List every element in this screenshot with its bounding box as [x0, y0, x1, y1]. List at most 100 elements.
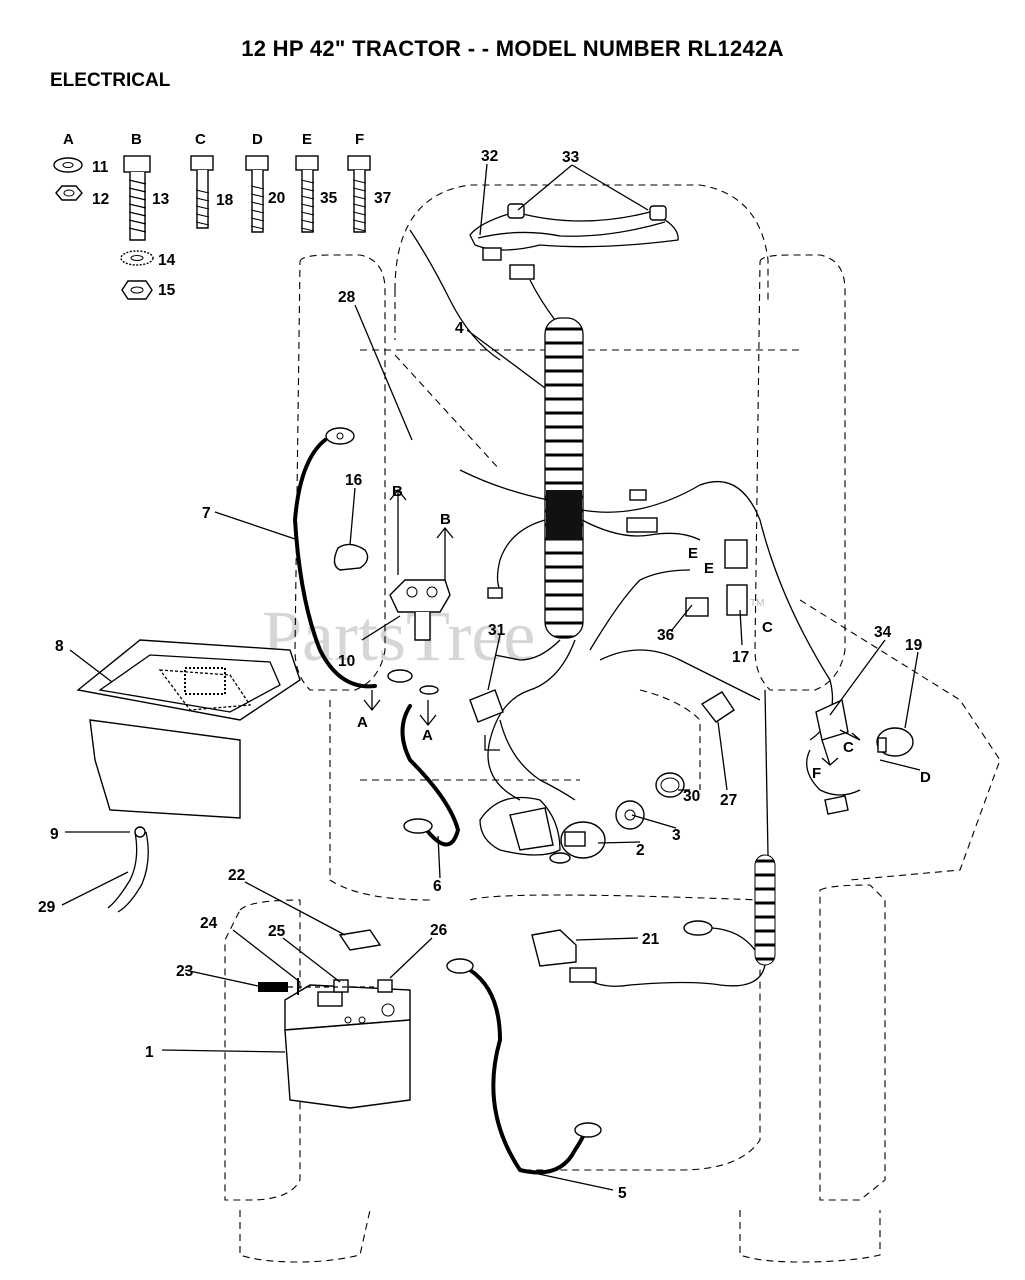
callout-8: 8	[55, 638, 64, 655]
callout-7: 7	[202, 505, 211, 522]
ref-d-1: D	[920, 769, 931, 786]
bolt-20-icon	[251, 170, 264, 233]
wire-harness-conduit	[544, 317, 584, 639]
bolt-23-icon	[258, 982, 288, 992]
ref-e-2: E	[704, 560, 714, 577]
ref-f-1: F	[812, 765, 821, 782]
cable-terminal-5b-icon	[574, 1122, 602, 1138]
key-letter-a: A	[63, 131, 74, 148]
connector-plug-icon	[509, 807, 554, 851]
solenoid-icon	[389, 579, 451, 613]
right-components	[815, 698, 921, 815]
callout-28: 28	[338, 289, 356, 306]
switch-31-icon	[469, 689, 504, 723]
plunger-switch-icon	[726, 584, 748, 616]
callout-30: 30	[683, 788, 700, 805]
callout-24: 24	[200, 915, 218, 932]
label-18: 18	[216, 192, 234, 209]
washer-icon	[387, 669, 413, 683]
connector-f-icon	[824, 795, 849, 815]
callout-19: 19	[905, 637, 923, 654]
battery-cables	[292, 427, 602, 1175]
label-15: 15	[158, 282, 176, 299]
headlight-harness	[469, 203, 679, 321]
hardware-key: A B C D E F 11 12 13 14 15	[53, 131, 391, 300]
terminal-cover-22-icon	[338, 929, 382, 951]
callout-22: 22	[228, 867, 245, 884]
label-35: 35	[320, 190, 338, 207]
starter-cable	[531, 689, 776, 987]
headlight-bulb-right-icon	[649, 205, 667, 221]
bracket-34-icon	[815, 698, 849, 741]
seat-switch-27-icon	[700, 691, 735, 723]
diagram-title: 12 HP 42" TRACTOR - - MODEL NUMBER RL124…	[241, 36, 784, 61]
label-12: 12	[92, 191, 109, 208]
connector-icon	[626, 517, 658, 533]
boot-16-icon	[333, 543, 369, 571]
ref-b-1: B	[392, 483, 403, 500]
connector-small-icon	[629, 489, 647, 501]
callout-21: 21	[642, 931, 660, 948]
callout-32: 32	[481, 148, 498, 165]
battery-hardware	[258, 929, 393, 995]
key-letter-c: C	[195, 131, 206, 148]
callout-4: 4	[455, 320, 464, 337]
relay-icon	[724, 539, 748, 569]
callout-33: 33	[562, 149, 580, 166]
ref-e-1: E	[688, 545, 698, 562]
cable-terminal-5a-icon	[446, 958, 474, 974]
ref-a-1: A	[357, 714, 368, 731]
callout-6: 6	[433, 878, 442, 895]
ignition-switch	[509, 691, 735, 864]
nut-26-icon	[377, 979, 393, 993]
section-title: ELECTRICAL	[50, 70, 171, 91]
harness-wires	[409, 229, 861, 856]
switch-31	[469, 689, 504, 751]
callout-26: 26	[430, 922, 448, 939]
label-20: 20	[268, 190, 285, 207]
plug-21-icon	[569, 967, 597, 983]
headlight-bulb-left-icon	[507, 203, 525, 219]
leader-lines	[61, 163, 919, 1191]
cable-terminal-6-icon	[403, 818, 433, 834]
key-letter-d: D	[252, 131, 263, 148]
switch-21-icon	[531, 929, 577, 967]
key-letter-f: F	[355, 131, 364, 148]
label-13: 13	[152, 191, 170, 208]
terminal-icon	[487, 587, 503, 599]
hardware-reference-letters: B B A A E E C C F D	[357, 483, 931, 786]
ref-b-2: B	[440, 511, 451, 528]
drain-tube	[107, 826, 149, 913]
callout-16: 16	[345, 472, 363, 489]
clamp-9-icon	[134, 826, 146, 838]
watermark-tm: TM	[750, 598, 764, 609]
bolt-37-icon	[353, 170, 366, 233]
key-letter-e: E	[302, 131, 312, 148]
battery-box	[76, 639, 301, 819]
battery-body-icon	[284, 1019, 411, 1109]
ref-c-2: C	[843, 739, 854, 756]
nut-25-icon	[333, 979, 349, 993]
callout-23: 23	[176, 963, 194, 980]
harness-components	[487, 489, 748, 617]
label-14: 14	[158, 252, 176, 269]
callout-25: 25	[268, 923, 286, 940]
ref-a-2: A	[422, 727, 433, 744]
cable-terminal-21-icon	[683, 920, 713, 936]
callout-5: 5	[618, 1185, 627, 1202]
callout-17: 17	[732, 649, 749, 666]
battery	[284, 984, 411, 1109]
label-11: 11	[92, 159, 109, 176]
callout-2: 2	[636, 842, 645, 859]
callout-27: 27	[720, 792, 737, 809]
key-letter-b: B	[131, 131, 142, 148]
label-37: 37	[374, 190, 391, 207]
battery-top-icon	[284, 984, 411, 1031]
callout-10: 10	[338, 653, 355, 670]
battery-box-lid-icon	[76, 639, 301, 721]
callout-9: 9	[50, 826, 59, 843]
ref-c-1: C	[762, 619, 773, 636]
callout-31: 31	[488, 622, 506, 639]
callout-34: 34	[874, 624, 892, 641]
